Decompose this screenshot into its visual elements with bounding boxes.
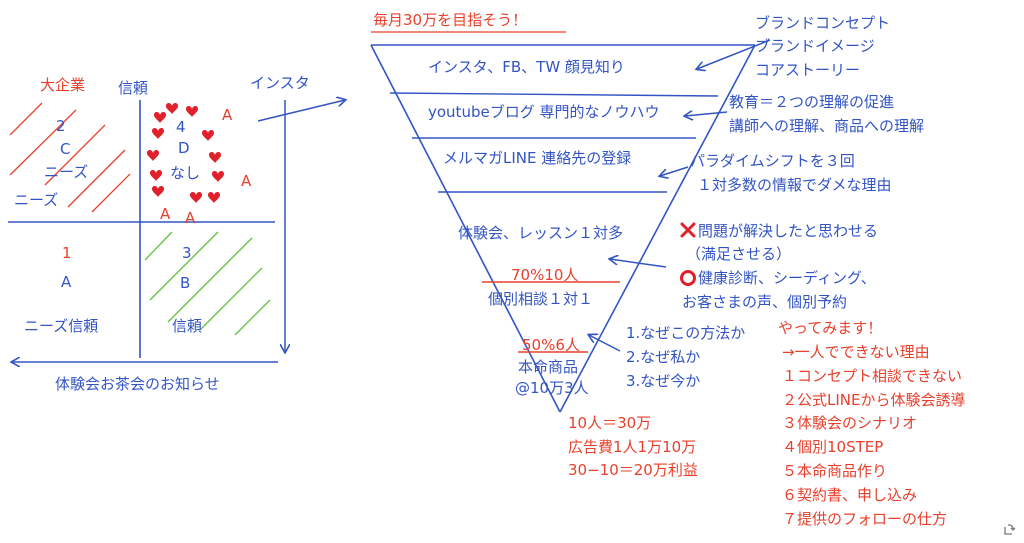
good-note-2: お客さまの声、個別予約 <box>682 293 847 311</box>
funnel-level-7: 50%6人 <box>522 336 580 354</box>
heart-icon <box>150 170 162 181</box>
why-notes: 1.なぜこの方法か 2.なぜ私か 3.なぜ今か <box>626 324 745 390</box>
good-notes: 健康診断、シーディング、 お客さまの声、個別予約 <box>682 269 876 311</box>
todo-note-7: ５本命商品作り <box>782 462 887 480</box>
education-arrow <box>685 112 728 116</box>
q1-letter: A <box>61 273 72 291</box>
q4-none: なし <box>170 164 200 182</box>
bottom-caption: 体験会お茶会のお知らせ <box>55 375 220 393</box>
heart-icon <box>152 128 164 139</box>
funnel-right-edge <box>559 44 756 413</box>
funnel-left-edge <box>370 44 561 413</box>
profit-note-3: 30−10＝20万利益 <box>568 461 698 479</box>
cross-mark-icon <box>680 222 696 238</box>
education-notes: 教育＝２つの理解の促進 講師への理解、商品への理解 <box>729 93 924 135</box>
todo-note-5: ３体験会のシナリオ <box>782 414 917 432</box>
funnel-divider-1 <box>389 92 719 97</box>
paradigm-notes: パラダイムシフトを３回 １対多数の情報でダメな理由 <box>690 152 892 194</box>
bad-note-1: 問題が解決したと思わせる <box>698 222 878 240</box>
funnel-level-8: 本命商品 <box>518 358 578 376</box>
insta-label: インスタ <box>250 74 310 92</box>
why-note-2: 2.なぜ私か <box>626 348 700 366</box>
heart-icon <box>166 103 178 114</box>
good-arrow <box>610 259 667 268</box>
heart-icon <box>190 192 202 203</box>
why-note-3: 3.なぜ今か <box>626 372 700 390</box>
funnel-level-6: 個別相談１対１ <box>488 290 593 308</box>
todo-notes: やってみます！ →一人でできない理由 １コンセプト相談できない ２公式LINEか… <box>778 319 965 528</box>
brand-arrow <box>697 39 771 69</box>
heart-icon <box>152 186 164 197</box>
funnel: 毎月30万を目指そう！ インスタ、FB、TW 顔見知り youtubeブログ 専… <box>370 11 771 413</box>
label-trust-top: 信頼 <box>118 79 148 97</box>
q4-a-1: A <box>222 106 233 124</box>
paradigm-note-2: １対多数の情報でダメな理由 <box>697 176 892 194</box>
why-arrow <box>589 335 621 352</box>
good-note-1: 健康診断、シーディング、 <box>698 269 876 287</box>
quadrant-3-hatching <box>144 231 271 336</box>
why-note-1: 1.なぜこの方法か <box>626 324 745 342</box>
funnel-title: 毎月30万を目指そう！ <box>373 11 527 29</box>
q3-letter: B <box>180 274 190 292</box>
heart-icon <box>154 112 166 123</box>
heart-icon <box>202 130 214 141</box>
funnel-level-4: 体験会、レッスン１対多 <box>458 224 623 242</box>
notes: ブランドコンセプト ブランドイメージ コアストーリー 教育＝２つの理解の促進 講… <box>568 14 965 528</box>
education-note-2: 講師への理解、商品への理解 <box>729 117 924 135</box>
todo-note-4: ２公式LINEから体験会誘導 <box>782 391 965 409</box>
label-large-company: 大企業 <box>40 76 85 94</box>
q3-caption: 信頼 <box>172 317 202 335</box>
funnel-level-9: @10万3人 <box>515 379 589 397</box>
heart-icon <box>186 106 198 117</box>
heart-icon <box>147 150 159 161</box>
funnel-level-1: インスタ、FB、TW 顔見知り <box>428 58 625 76</box>
todo-note-6: ４個別10STEP <box>782 438 883 456</box>
heart-icon <box>208 192 220 203</box>
bad-note-2: （満足させる） <box>686 245 791 263</box>
quadrant-2-hatching <box>9 102 131 213</box>
rotate-icon[interactable] <box>1002 523 1016 537</box>
funnel-level-2: youtubeブログ 専門的なノウハウ <box>428 103 659 121</box>
q1-caption: ニーズ信頼 <box>24 317 98 335</box>
heart-icon <box>212 171 224 182</box>
q4-a-4: A <box>185 209 196 227</box>
q2-letter: C <box>60 140 70 158</box>
brand-notes: ブランドコンセプト ブランドイメージ コアストーリー <box>755 14 890 79</box>
q3-number: 3 <box>182 244 192 262</box>
q2-number: 2 <box>56 117 66 135</box>
brand-note-2: ブランドイメージ <box>755 37 875 55</box>
q4-letter: D <box>178 139 190 157</box>
matrix: 大企業 信頼 2 C ニーズ ニーズ 4 D なし A A A A 1 <box>8 74 345 393</box>
heart-icon <box>209 152 221 163</box>
education-note-1: 教育＝２つの理解の促進 <box>729 93 894 111</box>
brand-note-3: コアストーリー <box>755 61 860 79</box>
q2-needs-2: ニーズ <box>14 191 58 209</box>
insta-to-funnel-arrow <box>257 100 345 122</box>
paradigm-note-1: パラダイムシフトを３回 <box>690 152 855 170</box>
q4-a-3: A <box>160 205 171 223</box>
circle-mark-icon <box>680 270 696 286</box>
q4-a-2: A <box>241 172 252 190</box>
profit-notes: 10人＝30万 広告費1人1万10万 30−10＝20万利益 <box>568 414 698 479</box>
q1-number: 1 <box>62 244 72 262</box>
todo-note-8: ６契約書、申し込み <box>782 486 917 504</box>
todo-note-1: やってみます！ <box>778 319 882 337</box>
brand-note-1: ブランドコンセプト <box>755 14 890 32</box>
q2-needs-1: ニーズ <box>44 163 88 181</box>
funnel-level-3: メルマガLINE 連絡先の登録 <box>443 149 631 167</box>
todo-note-2: →一人でできない理由 <box>782 343 930 361</box>
profit-note-1: 10人＝30万 <box>568 414 651 432</box>
todo-note-3: １コンセプト相談できない <box>782 367 962 385</box>
paradigm-arrow <box>660 166 689 176</box>
q4-number: 4 <box>176 118 186 136</box>
funnel-level-5: 70%10人 <box>511 266 578 284</box>
bad-notes: 問題が解決したと思わせる （満足させる） <box>686 222 878 263</box>
todo-note-9: ７提供のフォローの仕方 <box>782 510 947 528</box>
profit-note-2: 広告費1人1万10万 <box>568 438 696 456</box>
